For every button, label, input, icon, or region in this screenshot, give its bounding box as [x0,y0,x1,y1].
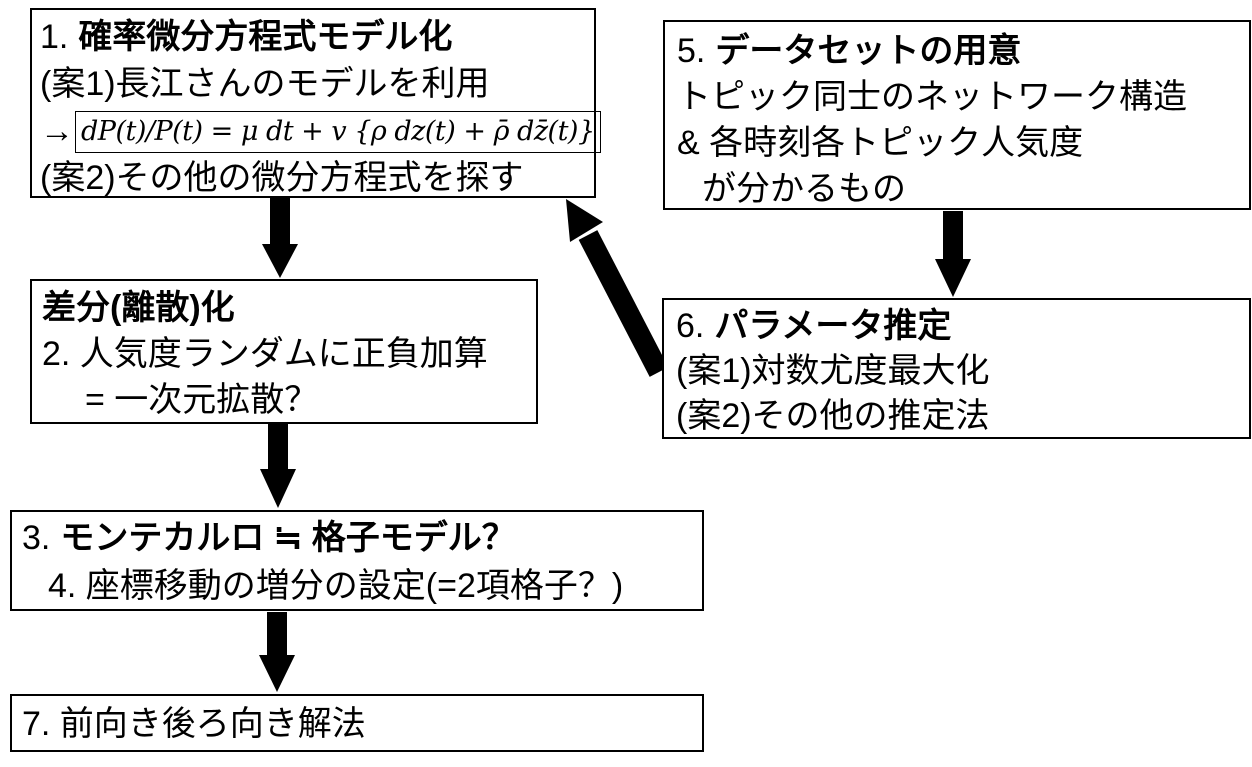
box-solver-line1: 7. 前向き後ろ向き解法 [22,705,366,743]
box-solver: 7. 前向き後ろ向き解法 [10,694,704,752]
box-discretization-title: 差分(離散)化 [42,289,235,327]
arrow-model-to-discretization [262,198,298,278]
box-dataset-line2: & 各時刻各トピック人気度 [677,124,1084,162]
box-sde-model: 1.確率微分方程式モデル化 (案1)長江さんのモデルを利用 → dP(t)/P(… [30,8,601,198]
box-param-estimation-line2: (案2)その他の推定法 [676,397,990,435]
box-dataset-title-line: 5.データセットの用意 [677,28,1237,74]
box-param-estimation-title: パラメータ推定 [714,307,952,345]
box-dataset-title: データセットの用意 [715,32,1022,70]
box-monte-carlo-number: 3. [22,519,51,557]
box-monte-carlo: 3.モンテカルロ ≒ 格子モデル？ 4. 座標移動の増分の設定(=2項格子？) [10,510,704,611]
box-param-estimation-title-line: 6.パラメータ推定 [676,304,1237,349]
arrow-montecarlo-to-solver [259,612,295,692]
box-sde-model-formula-line: → dP(t)/P(t) = μ dt + v {ρ dz(t) + ρ̄ dz… [40,108,601,155]
box-discretization: 差分(離散)化 2. 人気度ランダムに正負加算 = 一次元拡散？ [30,279,538,424]
box-dataset: 5.データセットの用意 トピック同士のネットワーク構造 & 各時刻各トピック人気… [663,20,1251,210]
box-sde-model-number: 1. [40,18,69,56]
box-dataset-line3: が分かるもの [702,170,906,208]
arrow-dataset-to-estimation [935,211,971,297]
box-sde-model-title-line: 1.確率微分方程式モデル化 [40,14,586,61]
arrow-discretization-to-montecarlo [260,424,296,508]
box-monte-carlo-line1: 4. 座標移動の増分の設定(=2項格子？) [48,567,624,605]
box-dataset-number: 5. [677,32,706,70]
arrow-estimation-to-model [566,199,669,377]
rightwards-arrow-glyph: → [40,112,74,150]
box-monte-carlo-title: モンテカルロ ≒ 格子モデル？ [60,519,516,557]
box-discretization-line1: 2. 人気度ランダムに正負加算 [42,335,488,373]
box-dataset-line1: トピック同士のネットワーク構造 [677,78,1187,116]
box-param-estimation-line1: (案1)対数尤度最大化 [676,352,990,390]
box-sde-model-alt1: (案1)長江さんのモデルを利用 [40,65,490,103]
sde-formula: dP(t)/P(t) = μ dt + v {ρ dz(t) + ρ̄ dz̄(… [75,110,601,153]
box-sde-model-alt2: (案2)その他の微分方程式を探す [40,159,524,197]
box-param-estimation-number: 6. [676,307,705,345]
box-sde-model-title: 確率微分方程式モデル化 [78,18,453,56]
box-param-estimation: 6.パラメータ推定 (案1)対数尤度最大化 (案2)その他の推定法 [662,298,1251,439]
box-discretization-line2: = 一次元拡散？ [85,381,319,419]
box-monte-carlo-title-line: 3.モンテカルロ ≒ 格子モデル？ [22,514,692,562]
